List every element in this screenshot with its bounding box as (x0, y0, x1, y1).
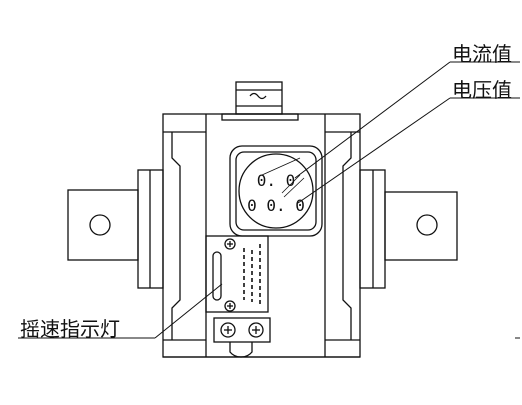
display-window: 0. 0 0 0. 0 (229, 145, 323, 237)
screw-right (248, 322, 264, 338)
display-line-1: 0. 0 (257, 171, 296, 190)
leader-voltage (297, 97, 451, 204)
leader-lines (18, 61, 520, 339)
bottom-terminal (213, 317, 271, 358)
screw-left (220, 322, 236, 338)
label-current: 电流值 (452, 42, 512, 66)
display-line-2: 0 0. 0 (247, 196, 305, 215)
right-lug (359, 169, 458, 289)
leader-current (294, 61, 451, 179)
label-speed-indicator: 摇速指示灯 (20, 317, 120, 341)
leader-indicator (154, 283, 223, 339)
left-lug (67, 169, 164, 289)
indicator-panel (205, 235, 269, 313)
speed-indicator-lamp (212, 251, 222, 301)
label-voltage: 电压值 (452, 78, 512, 102)
